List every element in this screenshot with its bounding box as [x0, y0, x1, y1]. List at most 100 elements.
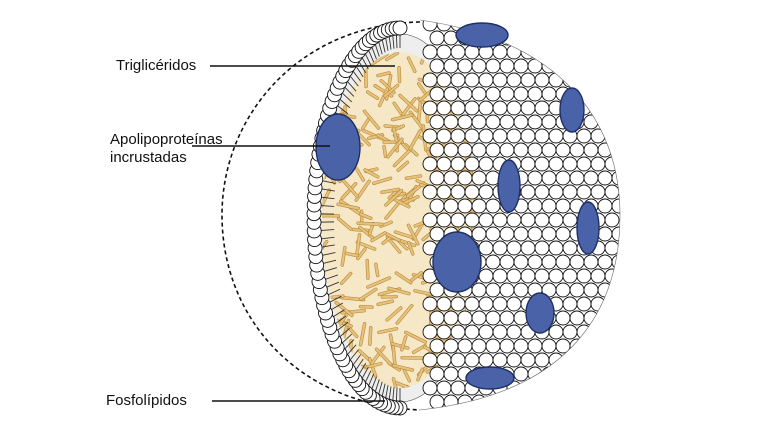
phospholipid-head — [527, 254, 543, 270]
triglyceride-molecule — [359, 305, 374, 309]
phospholipid-head — [590, 20, 606, 32]
phospholipid-head — [604, 324, 620, 340]
phospholipid-head — [506, 100, 522, 116]
phospholipid-head — [527, 226, 543, 242]
phospholipid-head — [534, 212, 550, 228]
phospholipid-head — [569, 282, 585, 298]
triglyceride-molecule — [400, 335, 407, 351]
phospholipid-head — [478, 128, 494, 144]
phospholipid-head — [471, 114, 487, 130]
phospholipid-head — [485, 114, 501, 130]
phospholipid-head — [576, 72, 592, 88]
phospholipid-head — [513, 226, 529, 242]
phospholipid-head — [436, 212, 452, 228]
triglyceride-molecule — [363, 110, 380, 130]
phospholipid-head — [541, 114, 557, 130]
particle-outline-dashed — [221, 21, 421, 411]
phospholipid-head — [485, 58, 501, 74]
triglyceride-molecule — [386, 138, 404, 158]
phospholipid-head — [590, 128, 606, 144]
triglyceride-molecule — [345, 252, 359, 257]
phospholipid-head — [492, 128, 508, 144]
phospholipid-head — [562, 380, 578, 396]
phospholipid-head — [597, 310, 613, 326]
triglyceride-molecule — [416, 368, 424, 381]
phospholipid-head — [597, 338, 613, 354]
phospholipid-head — [457, 198, 473, 214]
phospholipid-head — [443, 338, 459, 354]
phospholipid-head — [611, 86, 620, 102]
phospholipid-head — [597, 198, 613, 214]
triglyceride-molecule — [322, 52, 345, 65]
triglyceride-molecule — [395, 381, 419, 388]
phospholipid-head — [513, 394, 529, 410]
phospholipid-head — [499, 142, 515, 158]
triglyceride-molecule — [407, 224, 419, 245]
phospholipid-head — [548, 184, 564, 200]
phospholipid-head — [527, 142, 543, 158]
triglyceride-molecule — [366, 90, 379, 100]
phospholipid-head — [436, 72, 452, 88]
triglyceride-molecule — [380, 188, 400, 194]
phospholipid-head — [541, 198, 557, 214]
phospholipid-head — [555, 394, 571, 410]
label-apolipoproteins-line1: Apolipoproteínas — [110, 131, 223, 148]
triglyceride-molecule — [404, 331, 427, 344]
triglyceride-molecule — [391, 342, 409, 350]
phospholipid-head — [583, 58, 599, 74]
phospholipid-head — [506, 324, 522, 340]
phospholipid-head — [527, 58, 543, 74]
triglyceride-molecule — [407, 241, 414, 255]
phospholipid-head — [534, 100, 550, 116]
phospholipid-head — [548, 212, 564, 228]
phospholipid-head — [450, 72, 466, 88]
phospholipid-head — [506, 20, 522, 32]
triglyceride-molecule — [340, 272, 352, 285]
phospholipid-head — [541, 30, 557, 46]
phospholipid-head — [534, 156, 550, 172]
phospholipid-head — [527, 198, 543, 214]
phospholipid-head — [499, 86, 515, 102]
phospholipid-head — [429, 338, 445, 354]
phospholipid-head — [457, 170, 473, 186]
phospholipid-head — [569, 310, 585, 326]
triglyceride-molecule — [337, 203, 360, 210]
phospholipid-head — [485, 394, 501, 410]
phospholipid-head — [422, 184, 438, 200]
phospholipid-head — [562, 240, 578, 256]
phospholipid-head — [520, 212, 536, 228]
phospholipid-head — [555, 30, 571, 46]
phospholipid-head — [471, 142, 487, 158]
phospholipid-head — [443, 142, 459, 158]
phospholipid-head — [464, 184, 480, 200]
triglyceride-molecule — [401, 97, 417, 116]
phospholipid-head — [548, 240, 564, 256]
triglyceride-molecule — [392, 127, 398, 143]
phospholipid-head — [471, 338, 487, 354]
triglyceride-molecule — [410, 271, 423, 282]
phospholipid-head — [492, 72, 508, 88]
phospholipid-head — [583, 338, 599, 354]
triglyceride-molecule — [358, 226, 375, 240]
phospholipid-head — [436, 100, 452, 116]
phospholipid-head — [583, 114, 599, 130]
phospholipid-head — [443, 86, 459, 102]
phospholipid-head — [464, 296, 480, 312]
phospholipid-head — [611, 198, 620, 214]
phospholipid-head — [422, 20, 438, 32]
phospholipid-head — [611, 58, 620, 74]
triglyceride-molecule — [387, 287, 411, 295]
phospholipid-head — [590, 352, 606, 368]
phospholipid-head — [569, 142, 585, 158]
phospholipid-head — [527, 170, 543, 186]
phospholipid-head — [562, 156, 578, 172]
phospholipid-head — [485, 142, 501, 158]
phospholipid-head — [492, 240, 508, 256]
phospholipid-head — [583, 394, 599, 410]
phospholipid-head — [562, 184, 578, 200]
phospholipid-head — [597, 366, 613, 382]
phospholipid-head — [569, 58, 585, 74]
phospholipid-head — [597, 58, 613, 74]
phospholipid-head — [562, 212, 578, 228]
phospholipid-head — [534, 20, 550, 32]
